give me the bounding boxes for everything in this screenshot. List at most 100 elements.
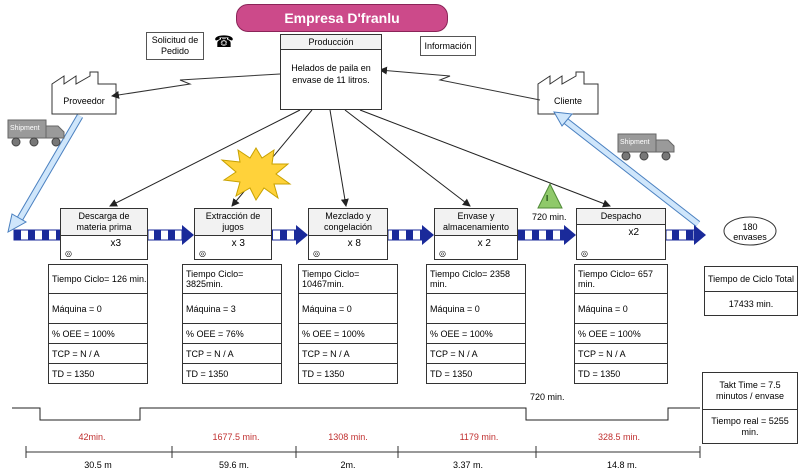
operator-icon: ◎ [439, 249, 446, 258]
process-count: x 8 [347, 238, 361, 249]
total-cycle-label: Tiempo de Ciclo Total [705, 267, 797, 292]
process-box-despacho: Despacho x2 ◎ [576, 208, 666, 260]
data-machine: Máquina = 0 [426, 294, 526, 324]
data-cycle-time: Tiempo Ciclo= 10467min. [298, 264, 398, 294]
distance-3: 3.37 m. [452, 460, 483, 470]
company-title: Empresa D'franlu [236, 4, 448, 32]
prod-arrow-1 [109, 109, 301, 207]
timeline-wait-label: 720 min. [530, 392, 565, 402]
data-cycle-time: Tiempo Ciclo= 126 min. [48, 264, 148, 294]
total-cycle-value: 17433 min. [728, 299, 774, 309]
data-oee: % OEE = 100% [48, 324, 148, 344]
inventory-triangle-icon [537, 182, 563, 209]
data-box-4: Tiempo Ciclo= 657 min. Máquina = 0 % OEE… [574, 264, 668, 384]
info-line-customer [379, 66, 541, 101]
data-tcp: TCP = N / A [182, 344, 282, 364]
process-count: x 2 [477, 238, 491, 249]
data-box-1: Tiempo Ciclo= 3825min. Máquina = 3 % OEE… [182, 264, 282, 384]
timeline-time-0: 42min. [78, 432, 106, 442]
real-time: Tiempo real = 5255 min. [711, 416, 789, 437]
info-line-supplier [111, 73, 281, 99]
operator-icon: ◎ [65, 249, 72, 258]
data-box-2: Tiempo Ciclo= 10467min. Máquina = 0 % OE… [298, 264, 398, 384]
timeline-time-1: 1677.5 min. [212, 432, 260, 442]
customer-demand-text: 180 envases [733, 222, 767, 242]
prod-arrow-5 [359, 109, 611, 208]
data-cycle-time: Tiempo Ciclo= 3825min. [182, 264, 282, 294]
prod-arrow-3 [329, 109, 349, 207]
data-td: TD = 1350 [298, 364, 398, 384]
process-count: x3 [110, 238, 121, 249]
timeline-time-4: 328.5 min. [597, 432, 641, 442]
production-control-box: Producción Helados de paila en envase de… [280, 34, 382, 110]
process-box-mezclado: Mezclado y congelación x 8 ◎ [308, 208, 388, 260]
data-oee: % OEE = 100% [298, 324, 398, 344]
data-cycle-time: Tiempo Ciclo= 2358 min. [426, 264, 526, 294]
distance-1: 59.6 m. [218, 460, 249, 470]
data-tcp: TCP = N / A [298, 344, 398, 364]
data-oee: % OEE = 76% [182, 324, 282, 344]
production-body: Helados de paila en envase de 11 litros. [291, 63, 371, 85]
data-machine: Máquina = 0 [574, 294, 668, 324]
operator-icon: ◎ [313, 249, 320, 258]
distance-4: 14.8 m. [606, 460, 637, 470]
timeline-line [12, 407, 700, 421]
production-header: Producción [281, 35, 381, 50]
takt-box: Takt Time = 7.5 minutos / envase Tiempo … [702, 372, 798, 444]
process-box-descarga: Descarga de materia prima x3 ◎ [60, 208, 148, 260]
inventory-label: I [546, 194, 549, 203]
truck-icon-right [617, 133, 675, 161]
customer-demand-oval [723, 216, 777, 246]
push-arrow-0 [13, 229, 61, 241]
process-name: Mezclado y congelación [309, 209, 387, 236]
distance-0: 30.5 m [84, 460, 112, 470]
data-td: TD = 1350 [48, 364, 148, 384]
kaizen-burst-icon [220, 147, 292, 201]
push-arrow-3 [387, 225, 434, 245]
data-td: TD = 1350 [426, 364, 526, 384]
total-cycle-box: Tiempo de Ciclo Total 17433 min. [704, 266, 798, 316]
shipment-arrow-supplier [7, 114, 84, 233]
push-arrow-5 [665, 225, 706, 245]
process-box-extraccion: Extracción de jugos x 3 ◎ [194, 208, 272, 260]
truck-icon-left [7, 119, 65, 147]
information-note: Información [420, 36, 476, 56]
prod-arrow-4 [344, 109, 471, 207]
distance-2: 2m. [340, 460, 356, 470]
data-cycle-time: Tiempo Ciclo= 657 min. [574, 264, 668, 294]
process-name: Extracción de jugos [195, 209, 271, 236]
process-name: Descarga de materia prima [61, 209, 147, 236]
process-count: x 3 [231, 238, 245, 249]
data-box-0: Tiempo Ciclo= 126 min. Máquina = 0 % OEE… [48, 264, 148, 384]
order-request-note: Solicitud de Pedido [146, 32, 204, 60]
operator-icon: ◎ [199, 249, 206, 258]
data-tcp: TCP = N / A [574, 344, 668, 364]
data-oee: % OEE = 100% [426, 324, 526, 344]
customer-label: Cliente [553, 96, 582, 106]
data-machine: Máquina = 3 [182, 294, 282, 324]
shipment-label-left: Shipment [10, 125, 40, 132]
takt-time: Takt Time = 7.5 minutos / envase [703, 373, 797, 410]
data-td: TD = 1350 [182, 364, 282, 384]
data-machine: Máquina = 0 [48, 294, 148, 324]
data-tcp: TCP = N / A [48, 344, 148, 364]
operator-icon: ◎ [581, 249, 588, 258]
process-box-envase: Envase y almacenamiento x 2 ◎ [434, 208, 518, 260]
push-arrow-4 [517, 225, 576, 245]
supplier-label: Proveedor [63, 96, 105, 106]
push-arrow-1 [147, 225, 194, 245]
data-oee: % OEE = 100% [574, 324, 668, 344]
customer-factory-icon [537, 71, 599, 115]
shipment-arrow-customer [553, 111, 701, 227]
data-td: TD = 1350 [574, 364, 668, 384]
process-count: x2 [628, 227, 639, 238]
timeline-time-3: 1179 min. [459, 432, 499, 442]
inventory-time: 720 min. [532, 212, 567, 222]
supplier-factory-icon [51, 71, 117, 115]
timeline-time-2: 1308 min. [328, 432, 368, 442]
telephone-icon: ☎ [214, 34, 234, 51]
data-box-3: Tiempo Ciclo= 2358 min. Máquina = 0 % OE… [426, 264, 526, 384]
push-arrow-2 [271, 225, 308, 245]
data-machine: Máquina = 0 [298, 294, 398, 324]
